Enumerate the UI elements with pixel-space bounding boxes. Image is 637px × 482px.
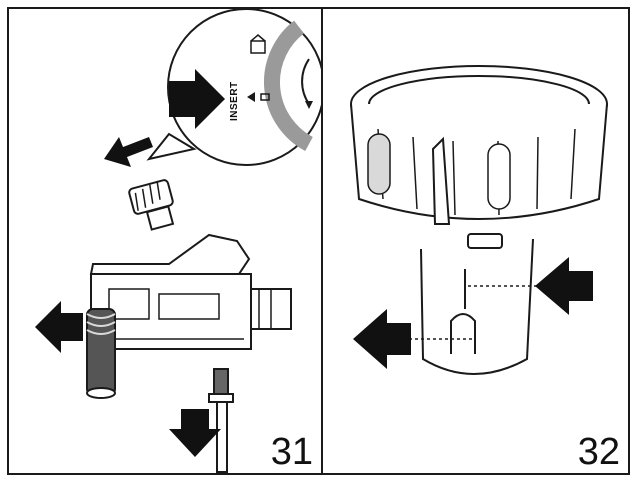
arrow-right-icon [353,309,411,369]
arrow-right-icon [169,69,225,129]
knob-part [128,179,175,231]
dial-knob [350,65,608,225]
kettle-icon [250,34,266,54]
magnifier-callout: INSERT [146,9,321,166]
arrow-left-icon [35,301,83,353]
valve-body [420,233,534,375]
step-number-32: 32 [577,431,620,473]
spring-part [86,308,116,399]
step-number-31: 31 [270,431,313,473]
valve-rod [208,368,234,473]
lock-ring [263,20,313,152]
insert-label: INSERT [229,81,240,121]
rotate-arrow-icon [301,58,310,105]
step-31-panel: INSERT [7,7,323,475]
arrow-left-icon [535,257,593,315]
step-32-panel: 32 [321,7,630,475]
step-32-illustration [350,65,608,375]
arrow-up-left-icon [104,137,153,167]
valve-housing [89,233,292,350]
arrow-down-icon [169,409,221,457]
step-31-illustration: INSERT [35,9,321,473]
